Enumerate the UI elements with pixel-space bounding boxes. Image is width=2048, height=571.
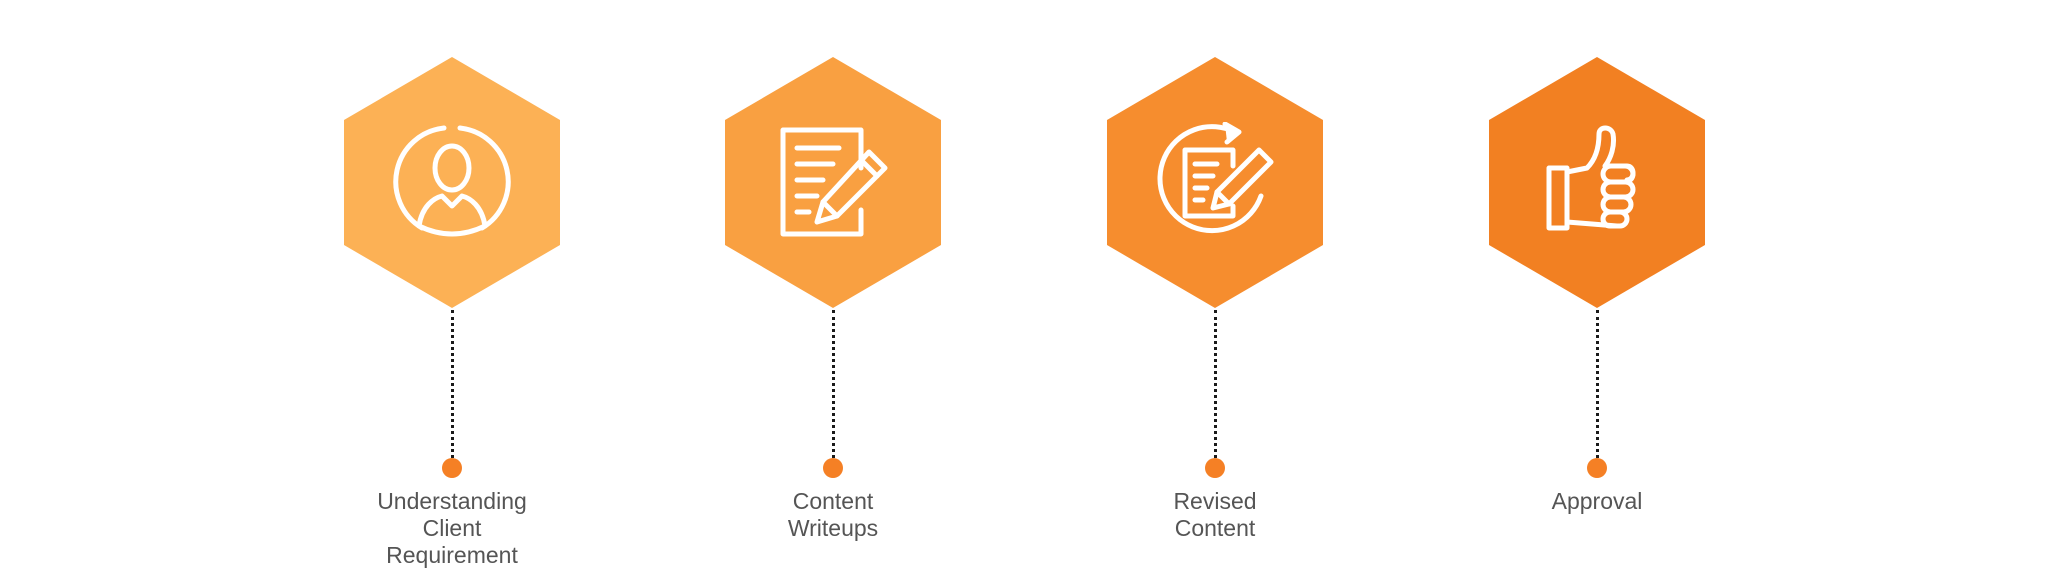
- step-dot: [823, 458, 843, 478]
- step-label-line: Client: [422, 515, 482, 541]
- step-label: Revised Content: [1080, 488, 1350, 542]
- process-step-understanding: Understanding Client Requirement: [337, 55, 567, 568]
- process-step-revised-content: Revised Content: [1100, 55, 1330, 541]
- dotted-connector: [832, 310, 835, 458]
- step-label-line: Understanding: [377, 488, 527, 514]
- document-pencil-icon: [773, 122, 893, 242]
- step-label-line: Content: [792, 488, 874, 514]
- thumbs-up-icon: [1537, 122, 1657, 242]
- dotted-connector: [1214, 310, 1217, 458]
- step-label: Content Writeups: [698, 488, 968, 542]
- user-profile-icon: [392, 122, 512, 242]
- process-step-content-writeups: Content Writeups: [718, 55, 948, 541]
- revise-document-icon: [1155, 122, 1275, 242]
- step-hexagon: [723, 55, 943, 310]
- step-label-line: Requirement: [386, 542, 518, 568]
- dotted-connector: [451, 310, 454, 458]
- process-step-approval: Approval: [1482, 55, 1712, 535]
- dotted-connector: [1596, 310, 1599, 458]
- step-label-line: Content: [1174, 515, 1256, 541]
- step-dot: [1587, 458, 1607, 478]
- step-hexagon: [342, 55, 562, 310]
- step-dot: [1205, 458, 1225, 478]
- step-label-line: Writeups: [787, 515, 879, 541]
- step-hexagon: [1487, 55, 1707, 310]
- step-label: Understanding Client Requirement: [317, 488, 587, 569]
- step-label-line: Revised: [1173, 488, 1257, 514]
- step-label-line: Approval: [1551, 488, 1643, 514]
- step-label: Approval: [1462, 488, 1732, 515]
- step-hexagon: [1105, 55, 1325, 310]
- step-dot: [442, 458, 462, 478]
